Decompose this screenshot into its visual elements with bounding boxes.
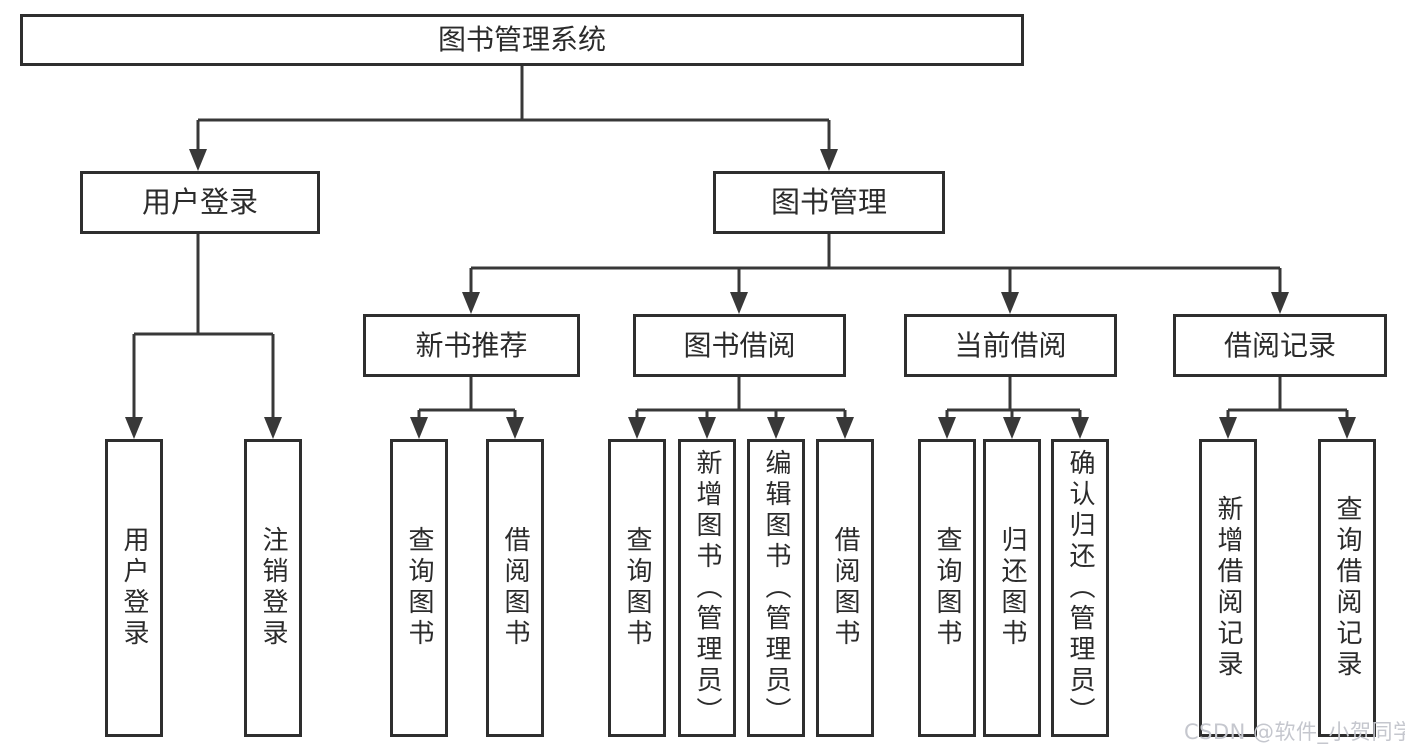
node-new-book-recommend: 新书推荐 bbox=[363, 314, 580, 377]
leaf-label: 借阅图书 bbox=[830, 526, 860, 650]
leaf-label: 查询图书 bbox=[932, 526, 962, 650]
leaf-label: 新增图书（管理员） bbox=[692, 448, 722, 728]
node-book-management: 图书管理 bbox=[713, 171, 945, 234]
leaf-query-books-current: 查询图书 bbox=[918, 439, 976, 737]
leaf-label: 注销登录 bbox=[258, 526, 288, 650]
leaf-query-borrow-record: 查询借阅记录 bbox=[1318, 439, 1376, 737]
node-library-system: 图书管理系统 bbox=[20, 14, 1024, 66]
leaf-return-books: 归还图书 bbox=[983, 439, 1041, 737]
node-borrow-records: 借阅记录 bbox=[1173, 314, 1387, 377]
node-user-login: 用户登录 bbox=[80, 171, 320, 234]
leaf-query-books-borrowing: 查询图书 bbox=[608, 439, 666, 737]
leaf-add-borrow-record: 新增借阅记录 bbox=[1199, 439, 1257, 737]
leaf-add-books-admin: 新增图书（管理员） bbox=[678, 439, 736, 737]
leaf-label: 确认归还（管理员） bbox=[1065, 448, 1095, 728]
leaf-label: 查询图书 bbox=[404, 526, 434, 650]
leaf-logout: 注销登录 bbox=[244, 439, 302, 737]
leaf-edit-books-admin: 编辑图书（管理员） bbox=[747, 439, 805, 737]
leaf-label: 借阅图书 bbox=[500, 526, 530, 650]
leaf-label: 用户登录 bbox=[119, 526, 149, 650]
leaf-user-login: 用户登录 bbox=[105, 439, 163, 737]
leaf-label: 查询借阅记录 bbox=[1332, 495, 1362, 681]
leaf-borrow-books-recommend: 借阅图书 bbox=[486, 439, 544, 737]
leaf-label: 新增借阅记录 bbox=[1213, 495, 1243, 681]
leaf-query-books-recommend: 查询图书 bbox=[390, 439, 448, 737]
leaf-label: 查询图书 bbox=[622, 526, 652, 650]
csdn-watermark: CSDN @软件_小贺同学 bbox=[1184, 720, 1405, 744]
leaf-label: 归还图书 bbox=[997, 526, 1027, 650]
leaf-label: 编辑图书（管理员） bbox=[761, 448, 791, 728]
node-current-borrowing: 当前借阅 bbox=[904, 314, 1117, 377]
leaf-confirm-return-admin: 确认归还（管理员） bbox=[1051, 439, 1109, 737]
node-book-borrowing: 图书借阅 bbox=[633, 314, 846, 377]
leaf-borrow-books-borrowing: 借阅图书 bbox=[816, 439, 874, 737]
